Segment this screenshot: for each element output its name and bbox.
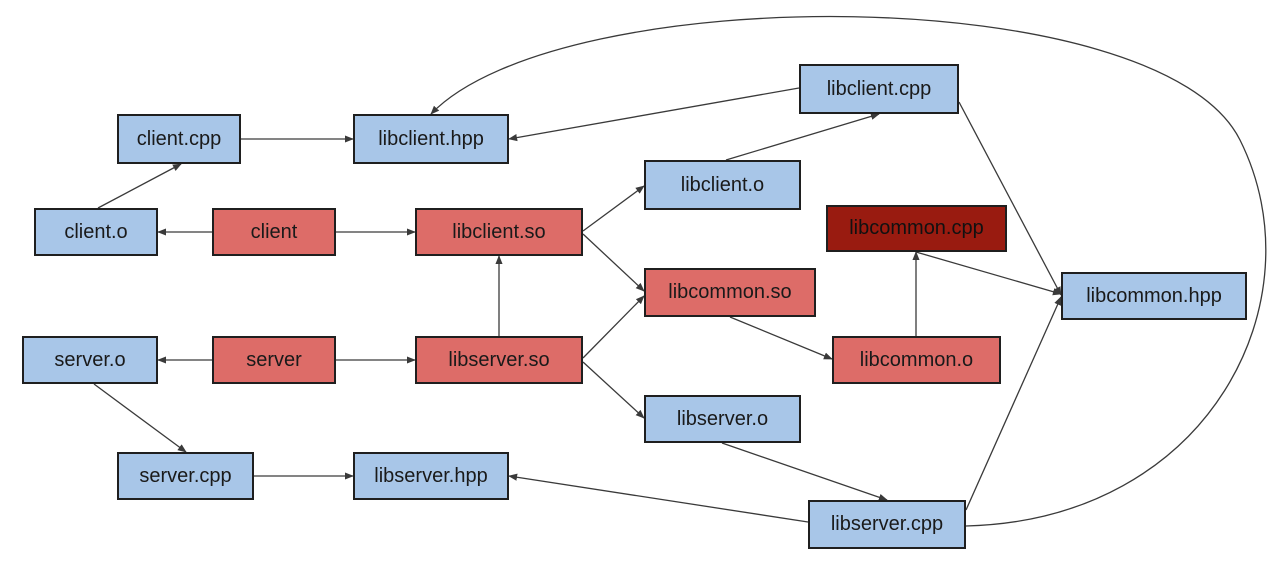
edge-libserver-so-to-libserver-o (582, 361, 645, 419)
edge-libserver-o-to-libserver-cpp (721, 442, 888, 501)
node-server-o: server.o (22, 336, 158, 384)
edge-libclient-o-to-libclient-cpp (725, 112, 880, 161)
node-client-o: client.o (34, 208, 158, 256)
edge-libserver-cpp-to-libclient-hpp (430, 15, 1267, 527)
node-libcommon-cpp: libcommon.cpp (826, 205, 1007, 252)
edge-libcommon-so-to-libcommon-o (729, 316, 833, 360)
edge-client-o-to-client-cpp (97, 163, 182, 209)
edge-libclient-cpp-to-libcommon-hpp (958, 101, 1062, 296)
node-client: client (212, 208, 336, 256)
edge-libserver-so-to-libcommon-so (582, 295, 645, 359)
node-libcommon-o: libcommon.o (832, 336, 1001, 384)
node-libserver-so: libserver.so (415, 336, 583, 384)
edge-libclient-so-to-libcommon-so (582, 233, 645, 292)
node-client-cpp: client.cpp (117, 114, 241, 164)
edge-libclient-so-to-libclient-o (582, 185, 645, 232)
edge-libcommon-cpp-to-libcommon-hpp (915, 251, 1062, 296)
edge-libclient-cpp-to-libclient-hpp (508, 87, 800, 142)
node-libserver-o: libserver.o (644, 395, 801, 443)
node-libclient-cpp: libclient.cpp (799, 64, 959, 114)
node-server-cpp: server.cpp (117, 452, 254, 500)
edge-libserver-cpp-to-libcommon-hpp (965, 296, 1062, 511)
edge-libserver-cpp-to-libserver-hpp (508, 473, 809, 523)
edge-server-o-to-server-cpp (93, 383, 187, 453)
node-libclient-o: libclient.o (644, 160, 801, 210)
node-libserver-cpp: libserver.cpp (808, 500, 966, 549)
node-libcommon-hpp: libcommon.hpp (1061, 272, 1247, 320)
node-libclient-so: libclient.so (415, 208, 583, 256)
node-libcommon-so: libcommon.so (644, 268, 816, 317)
node-libclient-hpp: libclient.hpp (353, 114, 509, 164)
node-server: server (212, 336, 336, 384)
node-libserver-hpp: libserver.hpp (353, 452, 509, 500)
